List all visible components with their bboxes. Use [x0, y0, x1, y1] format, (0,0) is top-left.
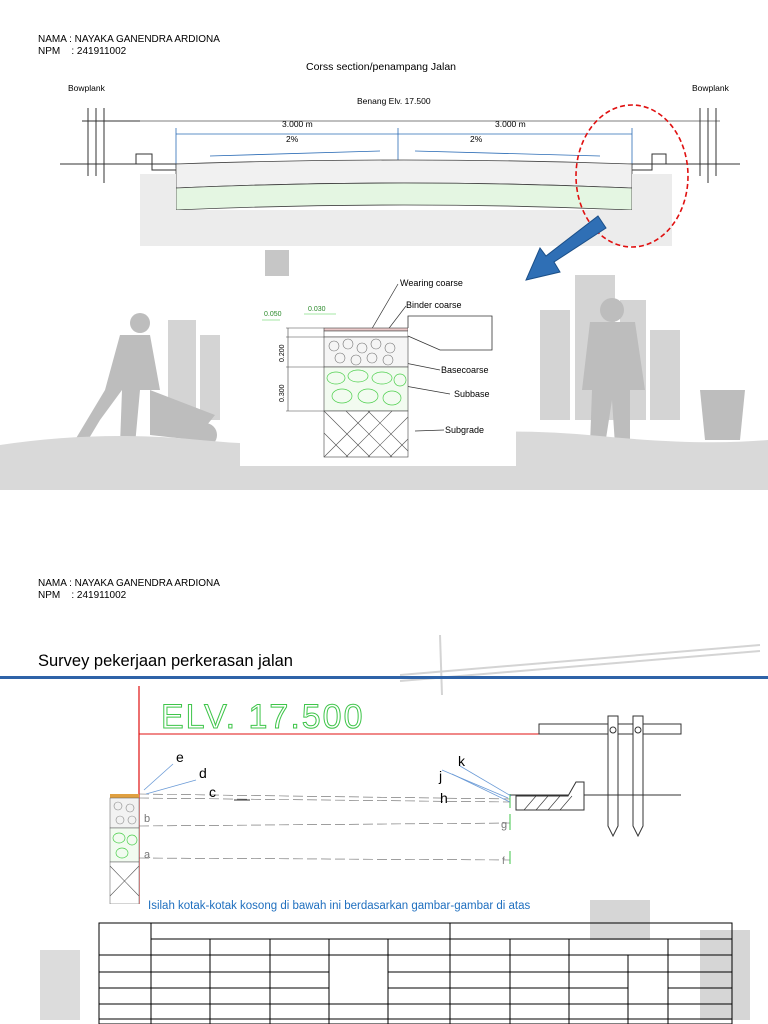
pavement-detail-drawing: Wearing coarse Binder coarse Basecoarse …	[262, 278, 493, 458]
benang-elevation-label: Benang Elv. 17.500	[357, 96, 431, 106]
wearing-course-label: Wearing coarse	[400, 278, 463, 288]
dimension-0300-label: 0.300	[279, 384, 286, 402]
pavement-detail-panel: Wearing coarse Binder coarse Basecoarse …	[240, 276, 516, 466]
point-c-label: c	[209, 784, 216, 800]
highlight-ellipse	[575, 104, 689, 248]
student-npm-label-2: NPM : 241911002	[38, 590, 127, 599]
answer-table	[98, 922, 733, 1024]
section-rule	[0, 676, 768, 679]
point-d-label: d	[199, 765, 207, 781]
dimension-0030-label: 0.030	[308, 306, 326, 313]
page-title: Corss section/penampang Jalan	[306, 61, 457, 73]
basecourse-label: Basecoarse	[441, 365, 489, 375]
dimension-right-label: 3.000 m	[495, 119, 526, 129]
point-k-label: k	[458, 753, 466, 769]
binder-course-label: Binder coarse	[406, 300, 462, 310]
instruction-text: Isilah kotak-kotak kosong di bawah ini b…	[148, 900, 531, 912]
point-b-label: b	[144, 813, 150, 825]
point-g-label: g	[501, 819, 507, 831]
bowplank-left-label: Bowplank	[68, 83, 106, 93]
subgrade-label: Subgrade	[445, 425, 484, 435]
section-title: Survey pekerjaan perkerasan jalan	[38, 652, 293, 670]
student-name-label-2: NAMA : NAYAKA GANENDRA ARDIONA	[38, 578, 220, 589]
bowplank-right-label: Bowplank	[692, 83, 730, 93]
student-name-label: NAMA : NAYAKA GANENDRA ARDIONA	[38, 34, 220, 45]
construction-silhouette-background-2	[40, 900, 750, 1020]
cross-section-drawing: Bowplank Bowplank Benang Elv. 17.500 3.0…	[60, 83, 740, 248]
survey-drawing: ELV. 17.500 e d c b a k j h g f	[109, 686, 682, 904]
point-f-label: f	[502, 856, 505, 867]
detail-pointer-arrow	[525, 215, 607, 281]
slope-right-label: 2%	[470, 134, 483, 144]
subbase-label: Subbase	[454, 389, 490, 399]
point-a-label: a	[144, 849, 151, 861]
point-j-label: j	[438, 768, 442, 784]
slope-left-label: 2%	[286, 134, 299, 144]
dimension-0050-label: 0.050	[264, 311, 282, 318]
dimension-0200-label: 0.200	[279, 344, 286, 362]
dimension-left-label: 3.000 m	[282, 119, 313, 129]
point-h-label: h	[440, 790, 448, 806]
point-e-label: e	[176, 749, 184, 765]
elevation-label: ELV. 17.500	[161, 698, 365, 736]
student-npm-label: NPM : 241911002	[38, 46, 127, 55]
